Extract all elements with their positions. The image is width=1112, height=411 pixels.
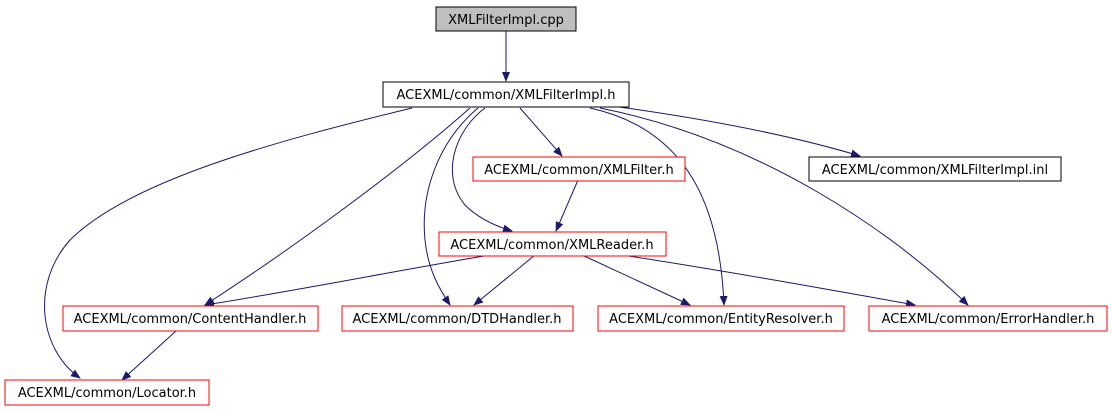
node-label-errorhandler-h: ACEXML/common/ErrorHandler.h	[882, 312, 1095, 327]
node-label-xmlfilterimpl-cpp: XMLFilterImpl.cpp	[448, 13, 564, 28]
edges-layer	[44, 31, 969, 381]
edge-xmlreader-h-to-contenthandler-h	[204, 254, 491, 308]
node-entityresolver-h[interactable]: ACEXML/common/EntityResolver.h	[597, 305, 845, 332]
node-xmlfilterimpl-inl[interactable]: ACEXML/common/XMLFilterImpl.inl	[808, 156, 1062, 182]
edge-xmlfilterimpl-h-to-dtdhandler-h	[423, 107, 479, 306]
edge-xmlfilterimpl-h-to-contenthandler-h	[204, 107, 471, 306]
node-label-xmlfilter-h: ACEXML/common/XMLFilter.h	[484, 163, 673, 178]
node-xmlfilterimpl-cpp[interactable]: XMLFilterImpl.cpp	[435, 6, 577, 32]
node-locator-h[interactable]: ACEXML/common/Locator.h	[4, 379, 210, 406]
node-xmlreader-h[interactable]: ACEXML/common/XMLReader.h	[438, 231, 667, 257]
node-xmlfilterimpl-h[interactable]: ACEXML/common/XMLFilterImpl.h	[382, 81, 630, 108]
nodes-layer: XMLFilterImpl.cpp ACEXML/common/XMLFilte…	[4, 6, 1108, 406]
edge-xmlfilterimpl-h-to-locator-h	[44, 107, 413, 379]
edge-xmlfilterimpl-h-to-entityresolver-h	[589, 107, 728, 306]
node-label-locator-h: ACEXML/common/Locator.h	[18, 386, 196, 401]
edge-xmlfilterimpl-h-to-xmlfilterimpl-inl	[611, 105, 861, 158]
edge-xmlfilterimpl-h-to-errorhandler-h	[599, 107, 969, 306]
node-errorhandler-h[interactable]: ACEXML/common/ErrorHandler.h	[868, 305, 1108, 332]
node-label-contenthandler-h: ACEXML/common/ContentHandler.h	[74, 312, 307, 327]
node-dtdhandler-h[interactable]: ACEXML/common/DTDHandler.h	[341, 305, 574, 332]
node-xmlfilter-h[interactable]: ACEXML/common/XMLFilter.h	[472, 156, 686, 182]
edge-xmlreader-h-to-dtdhandler-h	[473, 254, 536, 306]
node-contenthandler-h[interactable]: ACEXML/common/ContentHandler.h	[62, 305, 319, 332]
node-label-xmlfilterimpl-inl: ACEXML/common/XMLFilterImpl.inl	[822, 163, 1048, 178]
node-label-entityresolver-h: ACEXML/common/EntityResolver.h	[609, 312, 833, 327]
edge-xmlfilterimpl-h-to-xmlfilter-h	[519, 107, 563, 157]
edge-contenthandler-h-to-locator-h	[121, 330, 177, 381]
edge-xmlreader-h-to-entityresolver-h	[581, 254, 691, 306]
edge-xmlfilter-h-to-xmlreader-h	[555, 179, 579, 232]
node-label-dtdhandler-h: ACEXML/common/DTDHandler.h	[352, 312, 561, 327]
edge-xmlreader-h-to-errorhandler-h	[621, 254, 916, 308]
edge-xmlfilterimpl-h-to-xmlreader-h	[451, 107, 513, 233]
node-label-xmlreader-h: ACEXML/common/XMLReader.h	[450, 238, 653, 253]
node-label-xmlfilterimpl-h: ACEXML/common/XMLFilterImpl.h	[397, 88, 616, 103]
